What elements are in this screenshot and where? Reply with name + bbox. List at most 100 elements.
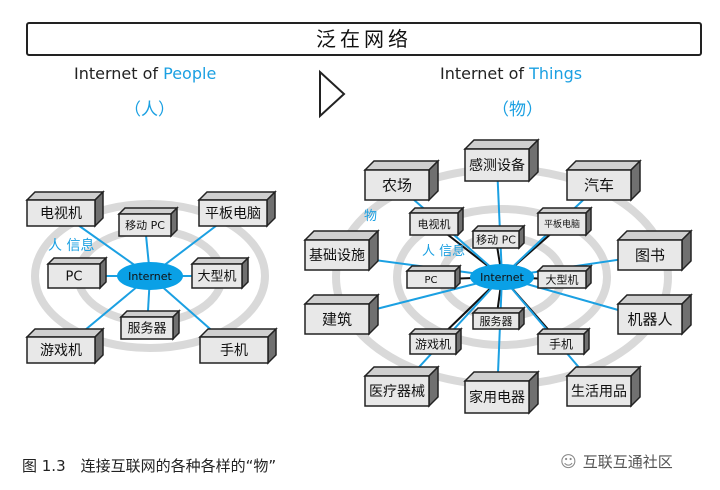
box-front: [566, 169, 632, 201]
box-front: [47, 263, 101, 289]
box-front: [364, 375, 430, 407]
device-box: 平板电脑: [197, 190, 277, 228]
right-heading-prefix: Internet of: [440, 64, 530, 83]
device-label: 基础设施: [309, 247, 365, 264]
device-label: 手机: [549, 337, 573, 351]
box-side: [99, 256, 107, 290]
device-box: 游戏机: [25, 327, 105, 365]
device-label: 生活用品: [571, 384, 627, 400]
wechat-icon: ☺: [560, 452, 577, 471]
arrow-icon: [319, 69, 346, 119]
box-top: [363, 366, 440, 377]
device-label: 大型机: [197, 270, 236, 285]
box-front: [26, 199, 96, 227]
device-label: 服务器: [127, 321, 166, 337]
box-front: [406, 270, 456, 289]
device-box: 服务器: [471, 306, 526, 331]
box-front: [26, 336, 96, 364]
device-box: 服务器: [119, 309, 181, 341]
device-box: 农场: [363, 159, 440, 202]
device-box: 基础设施: [303, 229, 380, 272]
device-label: 家用电器: [469, 389, 525, 406]
internet-hub: [117, 262, 183, 290]
box-front: [464, 380, 530, 414]
internet-hub: [470, 264, 534, 290]
box-front: [566, 375, 632, 407]
box-front: [409, 333, 457, 355]
box-front: [120, 316, 174, 340]
device-label: 服务器: [480, 315, 513, 328]
device-label: 机器人: [627, 310, 672, 328]
device-box: 移动 PC: [117, 206, 179, 238]
device-label: 农场: [382, 176, 412, 194]
box-front: [617, 239, 683, 271]
device-label: 移动 PC: [125, 219, 165, 232]
left-subtitle: （人）: [124, 100, 175, 120]
box-top: [46, 257, 108, 265]
right-network: 感测设备农场汽车基础设施图书建筑机器人医疗器械家用电器生活用品电视机平板电脑移动…: [303, 138, 693, 415]
box-top: [303, 230, 380, 241]
box-top: [198, 328, 278, 338]
device-box: 生活用品: [565, 365, 642, 408]
device-label: 移动 PC: [476, 233, 516, 246]
box-top: [616, 230, 693, 241]
box-top: [303, 294, 380, 305]
right-heading: Internet of Things: [440, 64, 582, 83]
box-front: [199, 336, 269, 364]
box-side: [170, 206, 178, 238]
device-label: 游戏机: [415, 337, 451, 351]
device-label: 手机: [220, 343, 248, 359]
box-top: [25, 191, 105, 201]
device-box: 大型机: [536, 264, 593, 290]
box-front: [304, 303, 370, 335]
info-label: 人 信息: [48, 237, 94, 254]
box-front: [617, 303, 683, 335]
device-box: 汽车: [565, 159, 642, 202]
left-heading-prefix: Internet of: [74, 64, 164, 83]
box-top: [119, 310, 181, 318]
device-label: 游戏机: [40, 343, 82, 359]
box-front: [537, 212, 587, 236]
things-label: 物: [364, 209, 377, 224]
figure-caption: 图 1.3 连接互联网的各种各样的“物”: [22, 457, 277, 475]
box-front: [464, 148, 530, 182]
device-box: 机器人: [616, 293, 693, 336]
watermark-text: 互联互通社区: [582, 453, 673, 471]
ring: [31, 200, 269, 352]
right-subtitle: （物）: [492, 100, 543, 120]
box-front: [198, 199, 268, 227]
device-label: 感测设备: [469, 157, 525, 174]
device-label: 电视机: [40, 206, 82, 222]
device-label: 平板电脑: [205, 206, 261, 222]
box-top: [463, 371, 540, 382]
box-top: [565, 160, 642, 171]
connection-line: [496, 164, 503, 278]
box-front: [537, 333, 585, 355]
device-label: 电视机: [418, 217, 451, 231]
device-label: 汽车: [584, 176, 614, 194]
box-front: [472, 230, 520, 249]
device-box: 大型机: [190, 256, 250, 290]
box-front: [537, 270, 587, 289]
device-box: PC: [405, 264, 462, 290]
device-box: 感测设备: [463, 138, 540, 183]
device-box: 移动 PC: [471, 224, 526, 250]
title-banner: 泛在网络: [26, 22, 702, 56]
box-front: [364, 169, 430, 201]
box-side: [241, 256, 249, 290]
device-box: 电视机: [408, 206, 465, 237]
device-label: PC: [66, 270, 83, 285]
device-box: 建筑: [303, 293, 380, 336]
device-label: 建筑: [322, 310, 352, 328]
device-box: 游戏机: [408, 327, 463, 356]
box-top: [565, 366, 642, 377]
device-box: 图书: [616, 229, 693, 272]
right-heading-accent: Things: [529, 64, 583, 83]
device-label: 大型机: [546, 272, 579, 286]
box-front: [472, 312, 520, 330]
box-front: [191, 263, 243, 289]
info-label: 人 信息: [422, 243, 465, 259]
device-box: 手机: [536, 327, 591, 356]
